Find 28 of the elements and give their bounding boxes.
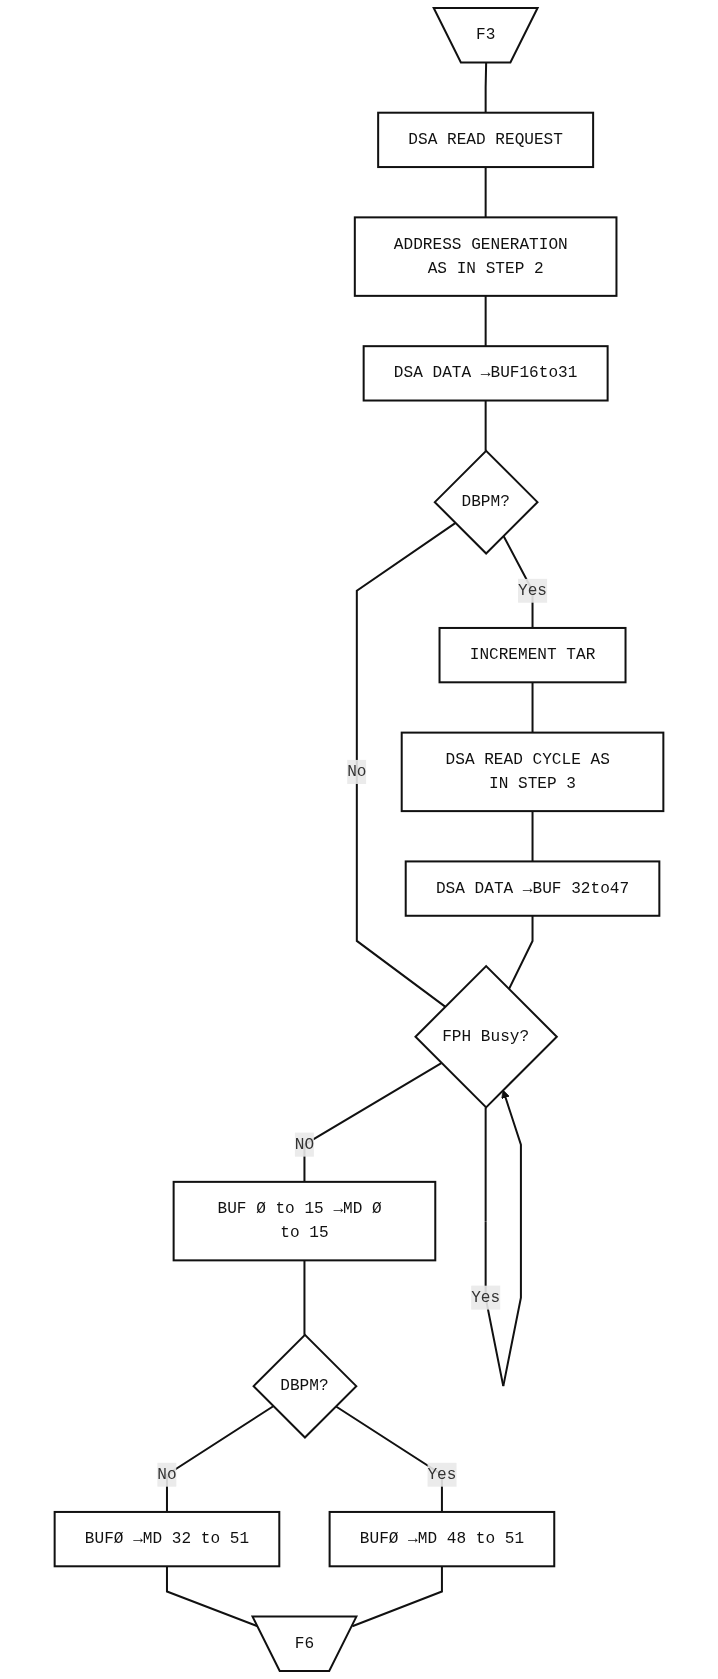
node-box: DSA DATA →BUF 32to47	[404, 860, 661, 917]
node-box: BUFØ →MD 48 to 51	[328, 1510, 556, 1568]
connector	[531, 682, 534, 733]
edge-label: Yes	[471, 1288, 501, 1307]
connector	[355, 522, 456, 1008]
edge-label: Yes	[518, 581, 548, 600]
node-box: INCREMENT TAR	[438, 626, 627, 684]
connector	[484, 167, 487, 218]
connector	[484, 62, 488, 113]
node-box: DSA DATA →BUF16to31	[362, 345, 609, 402]
connector	[531, 811, 534, 862]
node-box: DSA READ CYCLE AS IN STEP 3	[400, 731, 665, 813]
connector	[484, 400, 487, 451]
edge-label: NO	[294, 1135, 315, 1154]
edge-label: No	[347, 762, 367, 781]
node-box: BUF Ø to 15 →MD Ø to 15	[172, 1180, 437, 1262]
node-diamond: FPH Busy?	[414, 964, 559, 1109]
connector	[484, 295, 487, 347]
connector	[303, 1062, 442, 1182]
node-box: DSA READ REQUEST	[377, 111, 595, 169]
connector	[507, 915, 534, 990]
node-diamond: DBPM?	[252, 1333, 358, 1439]
connector	[303, 1260, 306, 1335]
node-box: ADDRESS GENERATION AS IN STEP 2	[353, 216, 618, 297]
node-diamond: DBPM?	[433, 449, 539, 555]
edge-label: No	[157, 1465, 177, 1484]
edge-label: Yes	[427, 1465, 457, 1484]
node-box: BUFØ →MD 32 to 51	[53, 1510, 281, 1568]
